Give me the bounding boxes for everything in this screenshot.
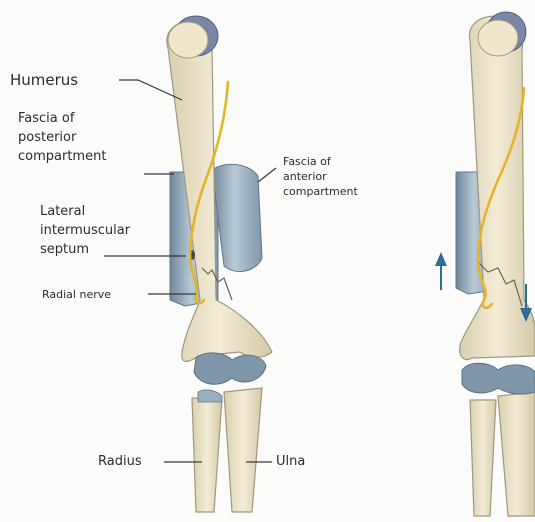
right-ulna-bone [498, 392, 535, 516]
elbow-cartilage [194, 353, 266, 384]
label-ulna: Ulna [276, 452, 305, 471]
label-humerus: Humerus [10, 69, 78, 91]
right-radius-bone [470, 400, 496, 516]
label-septum-line-2: intermuscular [40, 221, 130, 240]
label-septum: Lateral intermuscular septum [40, 202, 130, 259]
label-radius: Radius [98, 452, 142, 471]
anterior-fascia [212, 164, 262, 271]
label-fascia-posterior-line-2: posterior [18, 128, 106, 147]
right-arm [435, 12, 535, 516]
label-fascia-anterior: Fascia of anterior compartment [283, 154, 358, 199]
label-septum-line-3: septum [40, 240, 130, 259]
label-fascia-anterior-line-3: compartment [283, 184, 358, 199]
leader-fascia-anterior [258, 168, 276, 182]
left-arm [167, 16, 272, 512]
label-fascia-anterior-line-2: anterior [283, 169, 358, 184]
label-fascia-posterior-line-1: Fascia of [18, 109, 106, 128]
label-radial-nerve: Radial nerve [42, 287, 111, 302]
label-fascia-posterior: Fascia of posterior compartment [18, 109, 106, 166]
label-fascia-posterior-line-3: compartment [18, 147, 106, 166]
ulna-bone [224, 388, 262, 512]
right-elbow-cartilage [462, 363, 535, 394]
arrow-up-icon [435, 252, 447, 290]
radius-bone [192, 398, 222, 512]
label-fascia-anterior-line-1: Fascia of [283, 154, 358, 169]
label-septum-line-1: Lateral [40, 202, 130, 221]
